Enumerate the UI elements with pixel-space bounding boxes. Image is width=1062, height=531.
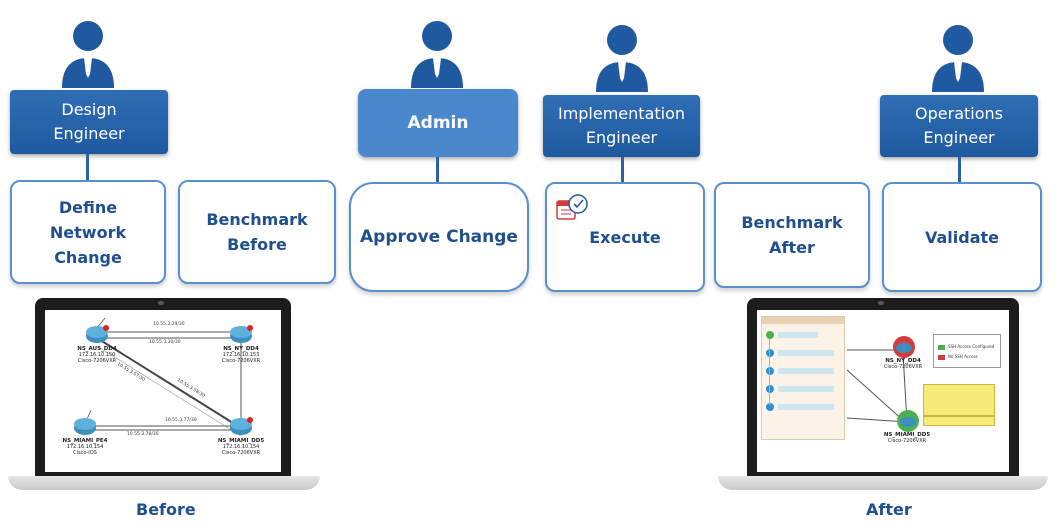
task-approve-change: Approve Change bbox=[349, 182, 529, 292]
before-topology-links bbox=[84, 317, 242, 437]
admin-person-icon bbox=[411, 21, 463, 88]
role-admin: Admin bbox=[358, 89, 518, 157]
task-execute: Execute bbox=[545, 182, 705, 292]
role-design-engineer: Design Engineer bbox=[10, 90, 168, 154]
task-benchmark-after: Benchmark After bbox=[714, 182, 870, 288]
workflow-panel bbox=[761, 316, 845, 440]
role-implementation-engineer: Implementation Engineer bbox=[543, 95, 700, 157]
task-bench-after-label: Benchmark After bbox=[741, 213, 843, 257]
role-implementation-engineer-label: Implementation Engineer bbox=[557, 104, 686, 147]
task-bench-before-label: Benchmark Before bbox=[206, 210, 308, 254]
implementation-engineer-person-icon bbox=[596, 25, 648, 92]
router-icon-miami-dd bbox=[230, 417, 253, 435]
router-icon-aus bbox=[86, 325, 109, 343]
connector-design bbox=[86, 154, 89, 182]
task-benchmark-before: Benchmark Before bbox=[178, 180, 336, 284]
caption-after: After bbox=[866, 500, 912, 519]
after-laptop-base bbox=[718, 476, 1048, 490]
legend-no-ssh: No SSH Access bbox=[948, 354, 978, 359]
role-operations-engineer-label: Operations Engineer bbox=[915, 104, 1003, 147]
legend-ssh-configured: SSH Access Configured bbox=[948, 344, 995, 349]
task-approve-label: Approve Change bbox=[360, 226, 518, 247]
caption-before: Before bbox=[136, 500, 196, 519]
router-icon-miami-ssh bbox=[897, 410, 919, 432]
router-icon-ny-ssh bbox=[893, 336, 915, 358]
ssh-note-box bbox=[923, 384, 995, 416]
role-admin-label: Admin bbox=[407, 113, 469, 133]
design-engineer-person-icon bbox=[62, 21, 114, 88]
link-label-1: 10.55.3.29/30 bbox=[153, 322, 185, 327]
link-label-6: 10.55.3.78/30 bbox=[127, 432, 159, 437]
task-validate-label: Validate bbox=[924, 227, 1000, 247]
operations-engineer-person-icon bbox=[932, 25, 984, 92]
device-legend: SSH Access Configured No SSH Access bbox=[933, 334, 1001, 368]
task-execute-label: Execute bbox=[589, 227, 661, 247]
task-define-network-change: Define Network Change bbox=[10, 180, 166, 284]
router-icon-ny bbox=[230, 325, 253, 343]
role-operations-engineer: Operations Engineer bbox=[880, 95, 1038, 157]
role-design-engineer-label: Design Engineer bbox=[53, 100, 125, 143]
calendar-clock-icon bbox=[556, 194, 588, 220]
link-label-5: 10.55.3.77/30 bbox=[165, 418, 197, 423]
task-validate: Validate bbox=[882, 182, 1042, 292]
link-label-2: 10.55.3.30/30 bbox=[149, 340, 181, 345]
connector-operations bbox=[958, 157, 961, 184]
task-define-label: Define Network Change bbox=[49, 197, 127, 267]
connector-implementation bbox=[621, 157, 624, 184]
connector-admin bbox=[436, 157, 439, 184]
router-icon-miami-pe bbox=[74, 418, 96, 435]
ssh-note-strip bbox=[923, 416, 995, 426]
before-laptop-base bbox=[8, 476, 320, 490]
